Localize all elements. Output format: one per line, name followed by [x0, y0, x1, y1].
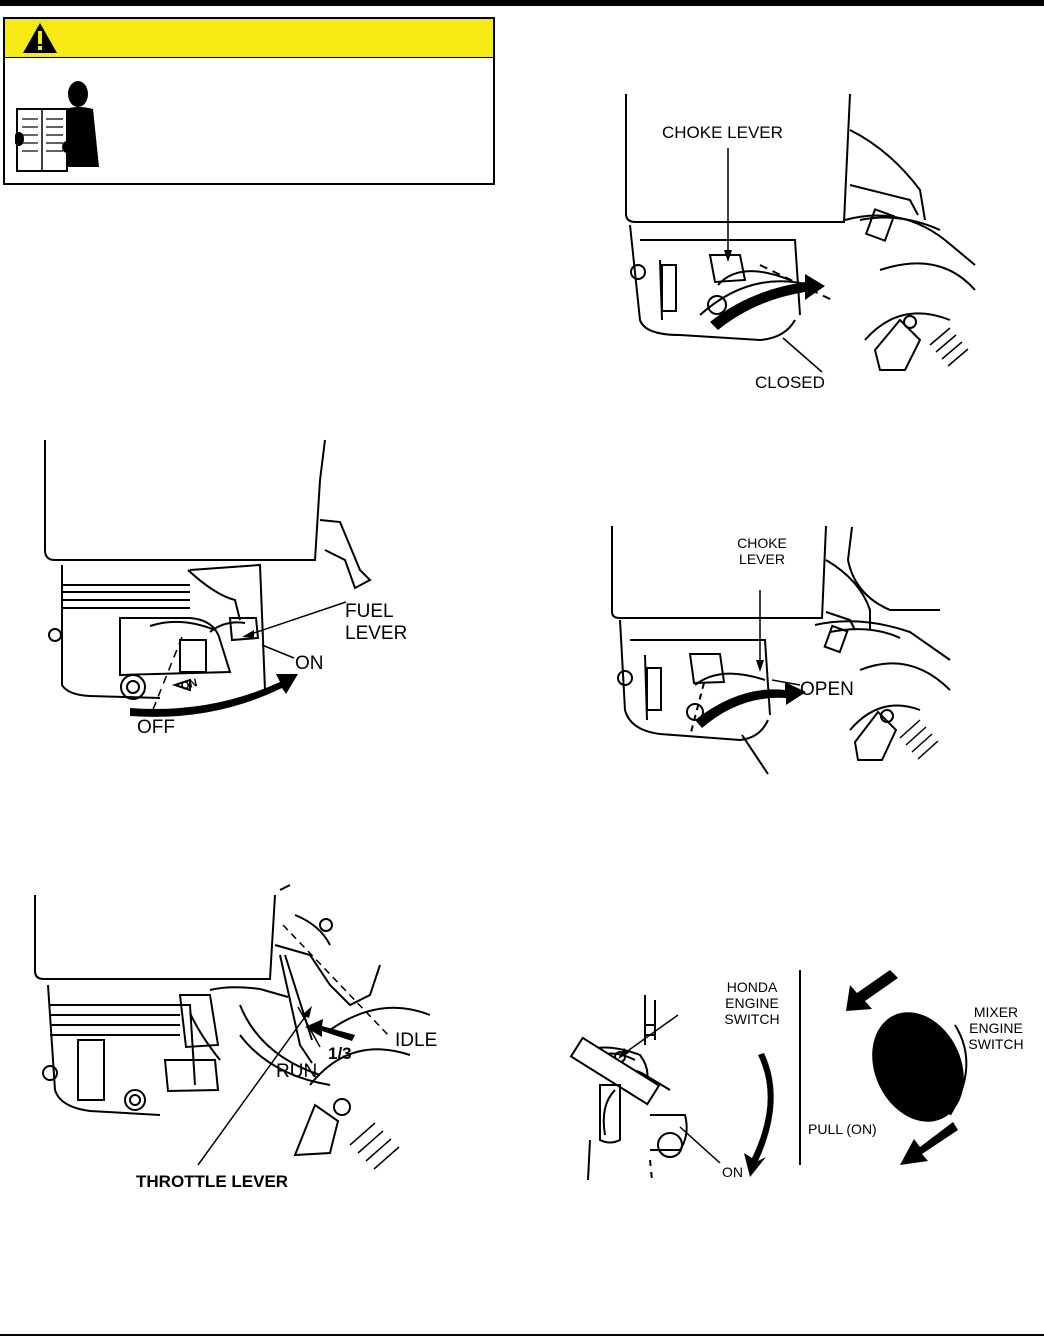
warning-box	[3, 17, 495, 185]
warning-header	[5, 19, 493, 58]
fuel-off-label: OFF	[137, 718, 175, 738]
idle-label: IDLE	[395, 1031, 437, 1051]
throttle-lever-label: THROTTLE LEVER	[136, 1173, 288, 1191]
throttle-lever-figure: IDLE 1/3 RUN THROTTLE LEVER	[30, 885, 450, 1195]
fuel-lever-illustration: ON	[40, 440, 440, 740]
throttle-lever-illustration	[30, 885, 450, 1195]
top-rule	[0, 0, 1044, 6]
open-label: OPEN	[800, 680, 854, 700]
one-third-label: 1/3	[328, 1045, 352, 1063]
choke-lever-label: CHOKE LEVER	[662, 124, 783, 142]
fuel-label-line1: FUEL	[345, 602, 394, 622]
run-label: RUN	[276, 1062, 317, 1082]
fuel-on-label: ON	[295, 654, 324, 674]
honda-on-label: ON	[722, 1165, 743, 1180]
engine-switches-illustration	[560, 965, 1040, 1185]
choke-closed-illustration	[600, 90, 980, 400]
fuel-dial-text: ON	[180, 677, 199, 693]
honda-label-line3: SWITCH	[710, 1012, 794, 1027]
choke-open-label-line1: CHOKE	[722, 536, 802, 551]
honda-label-line2: ENGINE	[710, 996, 794, 1011]
choke-open-figure: CHOKE LEVER OPEN	[600, 520, 970, 780]
mixer-label-line1: MIXER	[954, 1005, 1038, 1020]
fuel-lever-figure: ON FUEL LEVER ON OFF	[40, 440, 440, 740]
fuel-label-line2: LEVER	[345, 624, 407, 644]
pull-on-label: PULL (ON)	[808, 1122, 877, 1137]
reading-manual-icon	[15, 77, 115, 177]
honda-label-line1: HONDA	[710, 980, 794, 995]
mixer-label-line2: ENGINE	[954, 1021, 1038, 1036]
closed-label: CLOSED	[755, 374, 825, 392]
engine-switches-figure: HONDA ENGINE SWITCH ON MIXER ENGINE SWIT…	[560, 965, 1040, 1185]
warning-triangle-icon	[22, 22, 58, 54]
mixer-label-line3: SWITCH	[954, 1037, 1038, 1052]
choke-open-label-line2: LEVER	[722, 552, 802, 567]
choke-closed-figure: CHOKE LEVER CLOSED	[600, 90, 980, 400]
bottom-rule	[0, 1334, 1044, 1336]
